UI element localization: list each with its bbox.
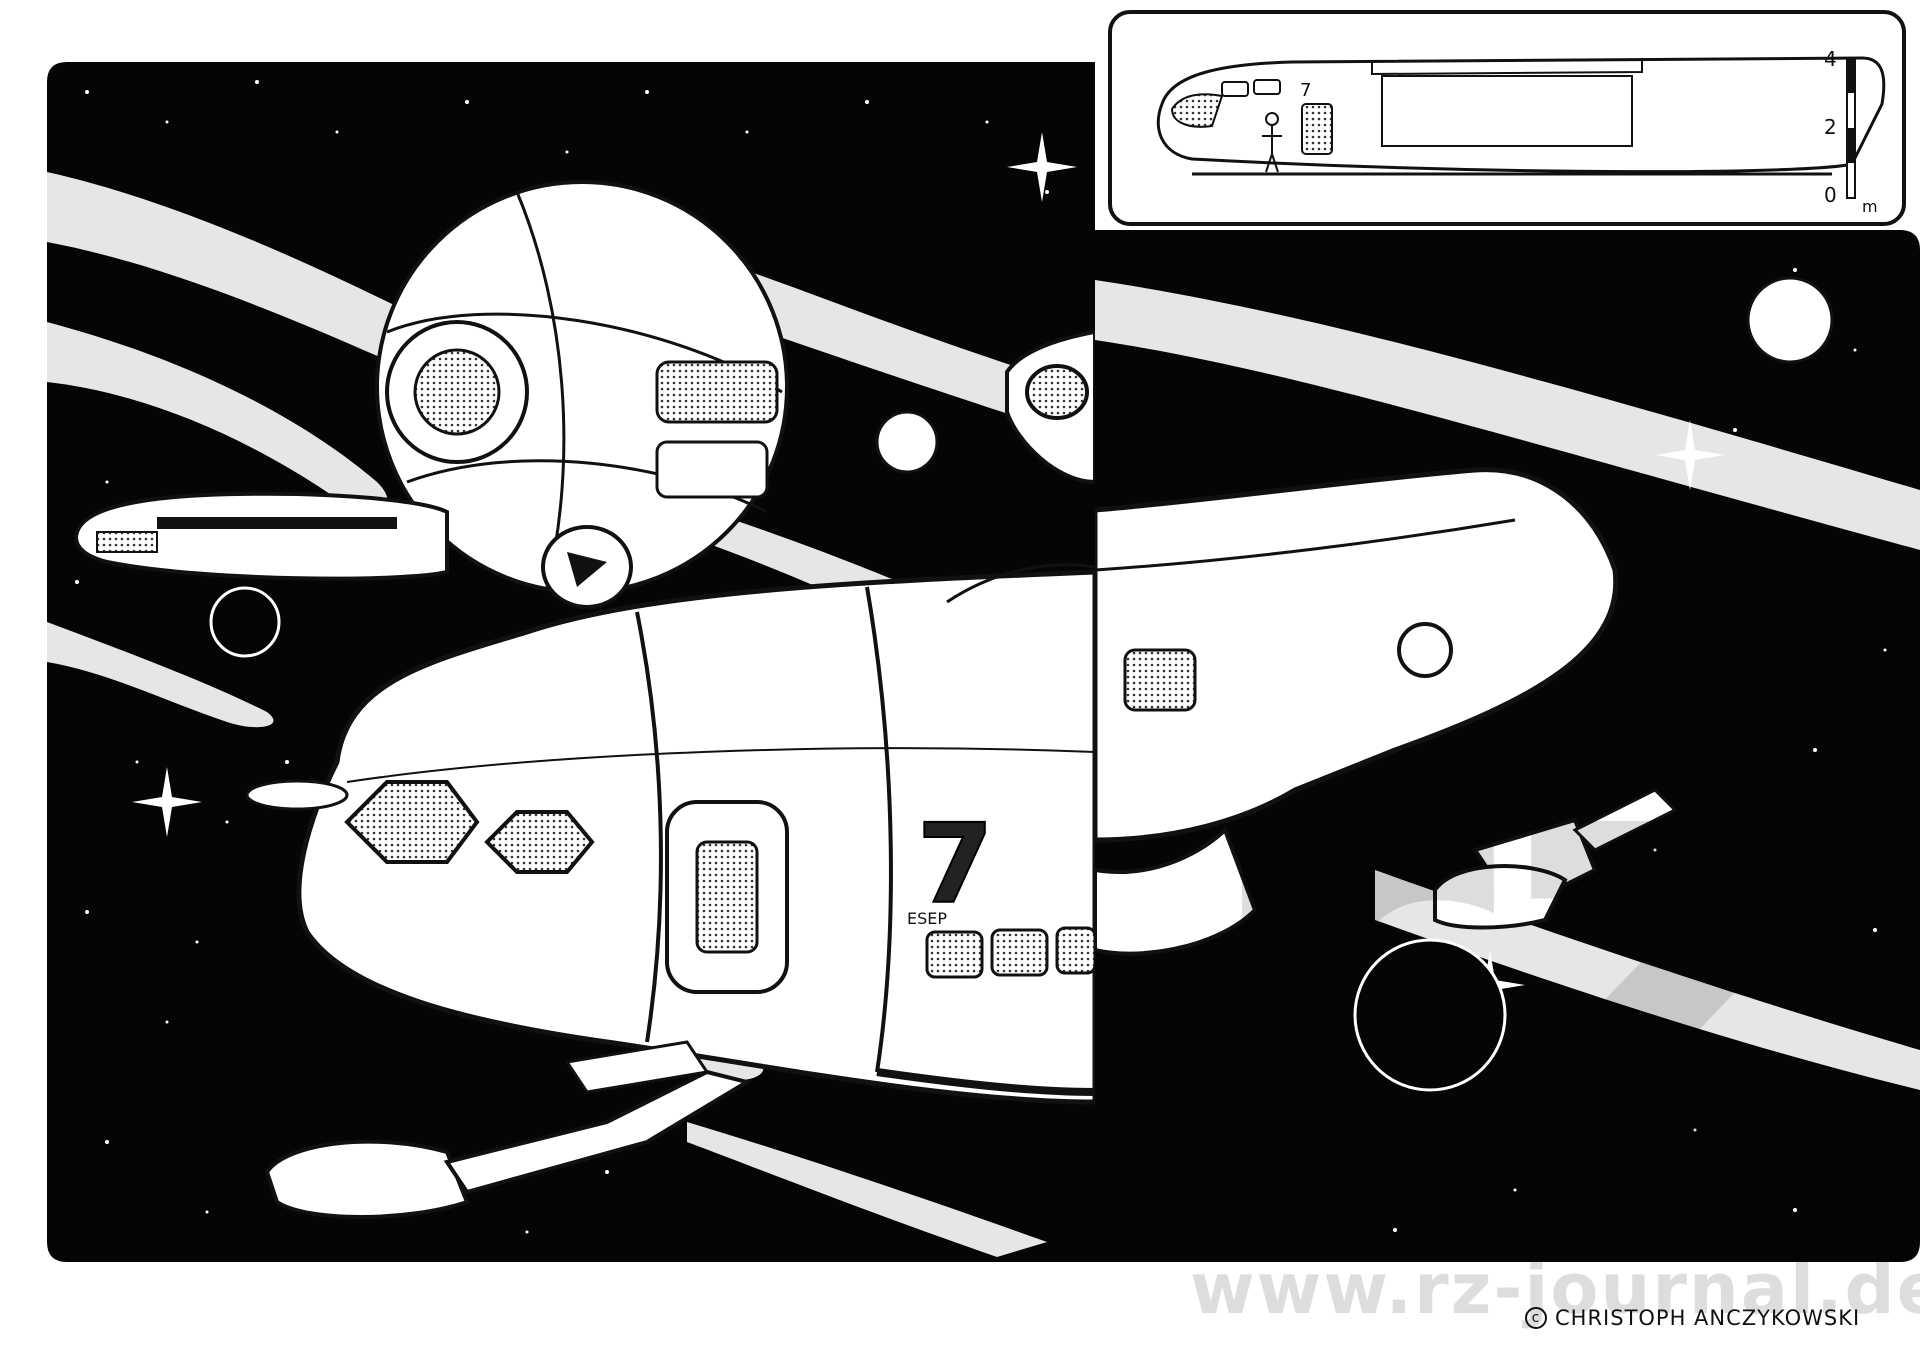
space-scene-illustration-right xyxy=(1095,230,1920,1262)
watermark-url: www.rz-journal.de xyxy=(1190,1248,1920,1330)
distant-craft xyxy=(245,779,349,811)
rz-watermark-logo: rz xyxy=(1190,660,1857,1220)
distant-sphere xyxy=(1746,276,1834,364)
hull-marking: ESEP xyxy=(907,909,947,928)
copyright-icon: c xyxy=(1525,1307,1547,1329)
engine-pod xyxy=(1005,329,1095,485)
small-moon xyxy=(875,410,939,474)
shuttle-craft-left xyxy=(74,491,449,581)
artist-credit: c CHRISTOPH ANCZYKOWSKI xyxy=(1525,1306,1860,1330)
escort-ship-right xyxy=(1433,788,1678,930)
twinkle-star-right xyxy=(1655,420,1725,490)
scale-mark-4: 4 xyxy=(1824,47,1837,71)
artist-name: CHRISTOPH ANCZYKOWSKI xyxy=(1555,1306,1861,1330)
twinkle-stars xyxy=(132,132,1077,837)
side-view-diagram: 7 4 2 0 m xyxy=(1156,47,1886,216)
scale-mark-0: 0 xyxy=(1824,183,1837,207)
small-planet-left xyxy=(209,586,281,658)
space-station-sphere xyxy=(375,180,789,609)
space-scene-illustration: 7 ESEP xyxy=(47,62,1095,1262)
inset-side-view-panel: 7 4 2 0 m xyxy=(1108,10,1906,226)
hull-number-7: 7 xyxy=(917,800,994,928)
scale-mark-2: 2 xyxy=(1824,115,1837,139)
main-transporter-hull: 7 ESEP xyxy=(296,563,1095,1105)
inset-hull-number: 7 xyxy=(1300,80,1311,101)
passenger-windows xyxy=(925,926,1095,979)
human-figure xyxy=(1265,112,1279,126)
escort-ship-left xyxy=(264,1040,753,1219)
dark-planet xyxy=(1353,938,1507,1092)
watermark-logo-text: rz xyxy=(1190,660,1857,1220)
scale-unit: m xyxy=(1862,197,1878,216)
main-transporter-hull-rear xyxy=(1095,467,1619,956)
